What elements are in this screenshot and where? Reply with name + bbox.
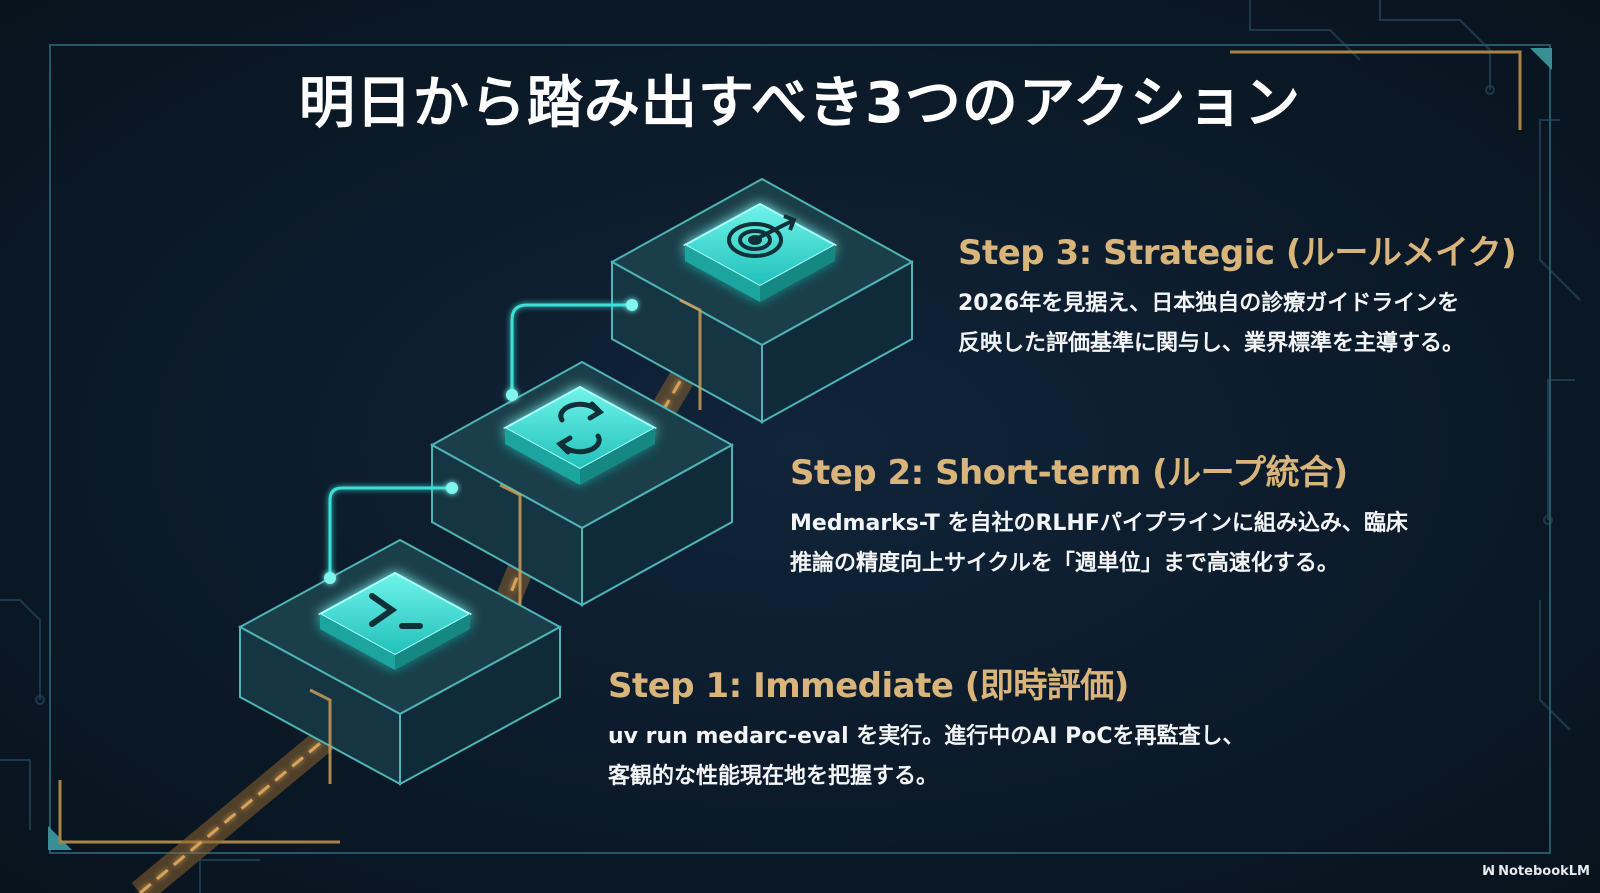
step-2-key — [502, 385, 658, 485]
outer-frame — [49, 44, 1551, 854]
target-icon — [727, 214, 797, 258]
step-1-line-1: uv run medarc-eval を実行。進行中のAI PoCを再監査し、 — [608, 724, 1245, 749]
frame-gold-accent-bottom — [58, 780, 340, 844]
page-title: 明日から踏み出すべき3つのアクション — [298, 71, 1302, 136]
step-2-text: Step 2: Short-term (ループ統合) Medmarks-T を自… — [790, 445, 1408, 584]
step-1-line-2: 客観的な性能現在地を把握する。 — [608, 764, 939, 789]
connector-nodes — [324, 299, 638, 584]
step-3-text: Step 3: Strategic (ルールメイク) 2026年を見据え、日本独… — [958, 225, 1517, 364]
step-3-line-2: 反映した評価基準に関与し、業界標準を主導する。 — [958, 331, 1465, 356]
step-2-heading: Step 2: Short-term (ループ統合) — [790, 453, 1348, 493]
step-connectors — [328, 303, 632, 578]
terminal-prompt-icon — [369, 593, 423, 629]
step-1-text: Step 1: Immediate (即時評価) uv run medarc-e… — [608, 658, 1245, 797]
brand-label: NotebookLM — [1498, 864, 1590, 879]
frame-gold-accent-top — [1230, 50, 1522, 130]
step-2-line-1: Medmarks-T を自社のRLHFパイプラインに組み込み、臨床 — [790, 511, 1408, 536]
step-1-key — [317, 571, 473, 670]
notebooklm-logo-icon: ꟽ — [1482, 864, 1496, 879]
refresh-cycle-icon — [555, 401, 605, 455]
step-3-key — [682, 202, 838, 302]
step-3-heading: Step 3: Strategic (ルールメイク) — [958, 233, 1517, 273]
step-3-line-1: 2026年を見据え、日本独自の診療ガイドラインを — [958, 291, 1460, 316]
step-1-heading: Step 1: Immediate (即時評価) — [608, 666, 1129, 706]
step-2-line-2: 推論の精度向上サイクルを「週単位」まで高速化する。 — [790, 551, 1339, 576]
frame-corner-top-right — [1530, 48, 1552, 70]
